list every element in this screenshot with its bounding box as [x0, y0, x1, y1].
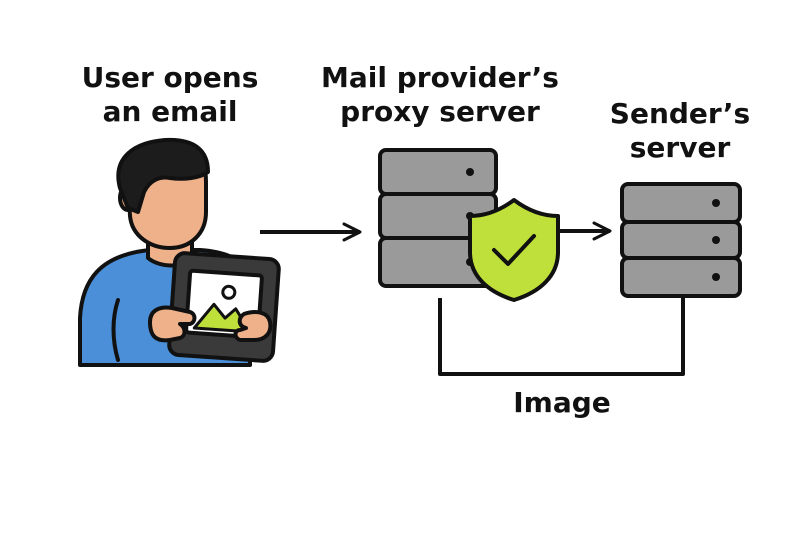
proxy-server-light: [466, 168, 474, 176]
sender-label-line2: server: [629, 131, 731, 164]
user-label-line2: an email: [102, 95, 238, 128]
sender-server-light: [712, 199, 720, 207]
person-with-tablet-icon: [78, 137, 281, 367]
image-label: Image: [513, 386, 611, 419]
proxy-label-line1: Mail provider’s: [321, 61, 559, 94]
checkmark-icon: [492, 234, 536, 266]
sender-label: Sender’s server: [590, 97, 770, 165]
sender-server-icon: [620, 182, 742, 298]
sender-label-line1: Sender’s: [609, 97, 751, 130]
person-right-hand: [233, 310, 273, 342]
user-label-line1: User opens: [81, 61, 259, 94]
user-label: User opens an email: [70, 61, 270, 129]
proxy-server-icon: [378, 148, 498, 288]
person-left-hand: [148, 305, 197, 343]
image-return-path: [438, 296, 685, 376]
tablet-icon: [167, 251, 281, 363]
proxy-label: Mail provider’s proxy server: [310, 61, 570, 129]
person-sleeve: [111, 298, 120, 362]
shield-check-icon: [468, 198, 560, 302]
sender-server-light: [712, 236, 720, 244]
person-hair: [116, 137, 210, 214]
proxy-label-line2: proxy server: [340, 95, 540, 128]
sender-server-light: [712, 273, 720, 281]
